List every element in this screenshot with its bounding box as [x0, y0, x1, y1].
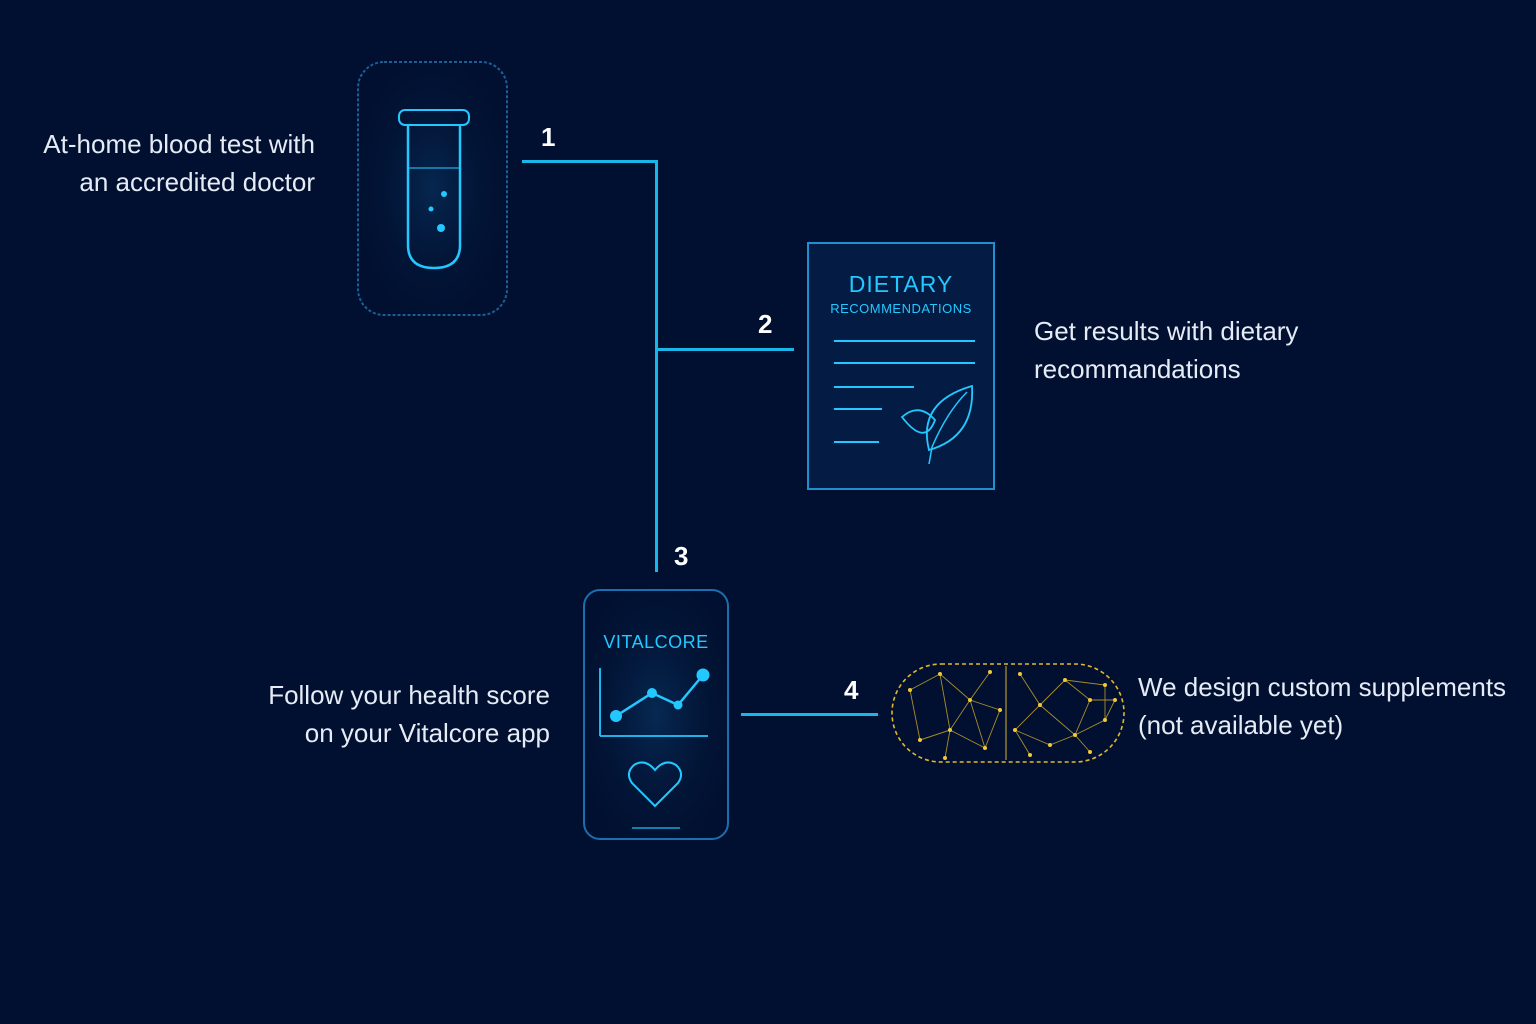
phone-app-icon: VITALCORE — [583, 589, 729, 840]
step-2-line-1: Get results with dietary — [1034, 316, 1299, 346]
document-title: DIETARY — [849, 271, 954, 297]
step-4-description: We design custom supplements (not availa… — [1138, 668, 1506, 744]
connector-4-horizontal — [741, 713, 878, 716]
test-tube-icon — [357, 61, 508, 316]
step-1-number: 1 — [541, 122, 556, 152]
app-name: VITALCORE — [603, 632, 708, 652]
step-3-line-1: Follow your health score — [268, 680, 550, 710]
step-1-description: At-home blood test with an accredited do… — [43, 125, 315, 201]
step-1-line-1: At-home blood test with — [43, 129, 315, 159]
step-1-line-2: an accredited doctor — [79, 167, 315, 197]
step-4-line-1: We design custom supplements — [1138, 672, 1507, 702]
step-3-line-2: on your Vitalcore app — [304, 718, 550, 748]
step-3-description: Follow your health score on your Vitalco… — [268, 676, 550, 752]
dietary-document-icon: DIETARY RECOMMENDATIONS — [807, 242, 995, 490]
leaf-icon — [900, 384, 974, 465]
step-2-description: Get results with dietary recommandations — [1034, 312, 1298, 388]
connector-main-vertical — [655, 160, 658, 572]
document-subtitle: RECOMMENDATIONS — [830, 301, 972, 316]
step-3-number: 3 — [674, 541, 689, 571]
connector-2-horizontal — [655, 348, 794, 351]
step-4-number: 4 — [844, 675, 859, 705]
heart-icon — [628, 761, 682, 808]
step-4-line-2: (not available yet) — [1138, 710, 1344, 740]
step-2-number: 2 — [758, 309, 773, 339]
step-2-line-2: recommandations — [1034, 354, 1241, 384]
capsule-icon — [891, 663, 1125, 763]
connector-1-horizontal — [522, 160, 657, 163]
chart-icon — [599, 668, 710, 737]
